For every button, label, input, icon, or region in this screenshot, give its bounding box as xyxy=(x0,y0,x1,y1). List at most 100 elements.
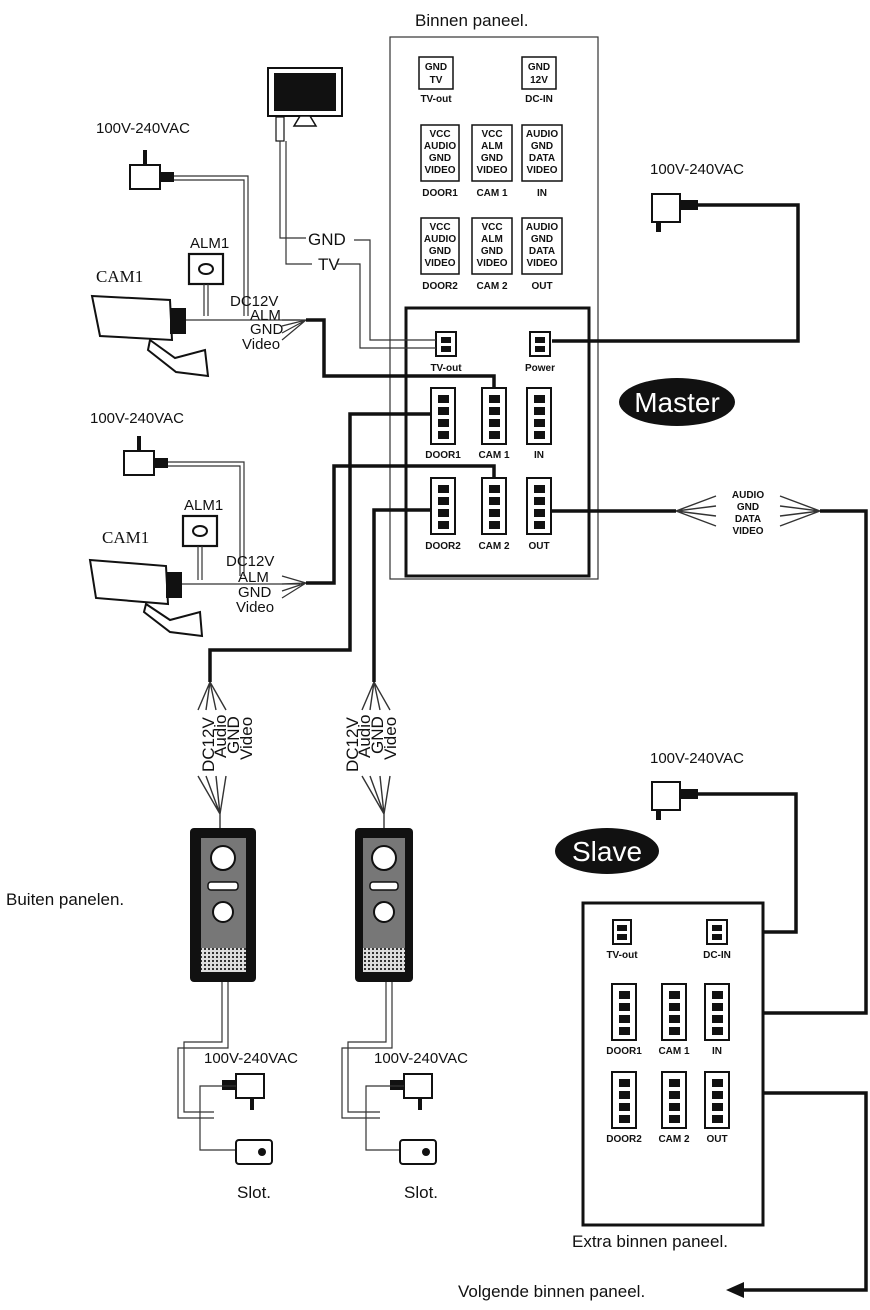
cam2-wire-gnd: GND xyxy=(238,584,272,601)
master-in-connector: IN xyxy=(526,387,552,461)
svg-text:AUDIO: AUDIO xyxy=(526,222,558,233)
svg-text:AUDIO: AUDIO xyxy=(424,234,456,245)
sticker-door1: VCC AUDIO GND VIDEO DOOR1 xyxy=(420,124,460,199)
slave-door1-connector: DOOR1 xyxy=(606,983,642,1057)
svg-text:VIDEO: VIDEO xyxy=(424,258,455,269)
svg-text:GND: GND xyxy=(481,153,503,164)
svg-text:DC12V: DC12V xyxy=(199,717,218,772)
svg-text:DOOR2: DOOR2 xyxy=(606,1134,642,1145)
svg-text:ALM1: ALM1 xyxy=(190,235,229,252)
door1-link xyxy=(208,412,431,682)
slave-out-bus xyxy=(728,1091,868,1292)
svg-text:ALM: ALM xyxy=(481,141,503,152)
power-label-slave: 100V-240VAC xyxy=(650,750,744,767)
svg-text:Audio: Audio xyxy=(355,715,374,758)
svg-text:TV: TV xyxy=(430,75,443,86)
tv-cable xyxy=(279,141,312,265)
outdoor-panel-icon-1 xyxy=(190,828,256,982)
tv-wire-gnd: GND xyxy=(308,230,346,249)
svg-text:VCC: VCC xyxy=(481,222,502,233)
cam1-wire-dc12v: DC12V xyxy=(230,293,278,310)
svg-text:VIDEO: VIDEO xyxy=(476,258,507,269)
master-out-connector: OUT xyxy=(526,477,552,552)
svg-text:AUDIO: AUDIO xyxy=(424,141,456,152)
svg-text:DATA: DATA xyxy=(529,153,555,164)
power-label-cam2: 100V-240VAC xyxy=(90,410,184,427)
sticker-tv-out: GND TV TV-out xyxy=(418,56,454,105)
bus-to-slave-in xyxy=(728,509,868,1015)
slave-door2-connector: DOOR2 xyxy=(606,1071,642,1145)
svg-text:IN: IN xyxy=(534,450,544,461)
door2-top-fan xyxy=(361,681,391,711)
svg-text:GND: GND xyxy=(425,62,447,73)
cam2-wire-dc12v: DC12V xyxy=(226,553,274,570)
svg-text:CAM1: CAM1 xyxy=(102,528,149,547)
next-panel-arrow-icon xyxy=(726,1282,744,1298)
svg-text:GND: GND xyxy=(429,153,451,164)
svg-text:DC12V: DC12V xyxy=(343,717,362,772)
svg-text:Power: Power xyxy=(525,363,555,374)
tv-monitor-icon xyxy=(267,67,343,142)
power-cable-cam1 xyxy=(174,175,249,316)
cam1-wire-video: Video xyxy=(242,336,280,353)
cam2-fan xyxy=(281,575,307,599)
svg-text:AUDIO: AUDIO xyxy=(732,490,764,501)
power-label-lock2: 100V-240VAC xyxy=(374,1050,468,1067)
power-adapter-icon-cam1 xyxy=(129,150,174,190)
svg-text:GND: GND xyxy=(737,502,759,513)
svg-text:Video: Video xyxy=(237,717,256,760)
power-cable-master xyxy=(552,203,800,343)
outer-panels-title: Buiten panelen. xyxy=(6,890,124,909)
sticker-out: AUDIO GND DATA VIDEO OUT xyxy=(521,217,563,292)
svg-text:GND: GND xyxy=(528,62,550,73)
slave-cam1-connector: CAM 1 xyxy=(658,983,690,1057)
svg-text:VCC: VCC xyxy=(481,129,502,140)
svg-text:GND: GND xyxy=(368,716,387,754)
svg-text:VIDEO: VIDEO xyxy=(476,165,507,176)
door2-link xyxy=(372,508,431,682)
slave-tv-out-connector: TV-out xyxy=(606,919,638,961)
svg-text:ALM: ALM xyxy=(481,234,503,245)
cam2-wire-video: Video xyxy=(236,599,274,616)
slave-in-connector: IN xyxy=(704,983,730,1057)
power-adapter-icon-lock2 xyxy=(390,1073,433,1110)
svg-text:CAM1: CAM1 xyxy=(96,267,143,286)
svg-text:Slot.: Slot. xyxy=(237,1183,271,1202)
svg-text:IN: IN xyxy=(712,1046,722,1057)
cam1-fan xyxy=(281,319,307,341)
svg-text:ALM1: ALM1 xyxy=(184,497,223,514)
master-power-connector: Power xyxy=(525,331,555,374)
svg-text:TV-out: TV-out xyxy=(420,94,452,105)
master-door2-connector: DOOR2 xyxy=(425,477,461,552)
power-label-cam1: 100V-240VAC xyxy=(96,120,190,137)
lock-icon-2: Slot. xyxy=(399,1139,438,1202)
master-connectors: TV-out Power DOOR1 CAM 1 IN xyxy=(425,331,555,552)
outdoor-panel-icon-2 xyxy=(355,828,413,982)
svg-text:TV-out: TV-out xyxy=(430,363,462,374)
bus-fan-left xyxy=(675,495,717,527)
sticker-door2: VCC AUDIO GND VIDEO DOOR2 xyxy=(420,217,460,292)
camera-icon-2: CAM1 xyxy=(88,528,204,638)
svg-text:VCC: VCC xyxy=(429,129,450,140)
cam1-wire-alm: ALM xyxy=(250,307,281,324)
power-label-lock1: 100V-240VAC xyxy=(204,1050,298,1067)
master-door1-connector: DOOR1 xyxy=(425,387,461,461)
svg-text:VIDEO: VIDEO xyxy=(424,165,455,176)
svg-text:DOOR1: DOOR1 xyxy=(606,1046,642,1057)
svg-text:GND: GND xyxy=(531,141,553,152)
master-connector-block xyxy=(404,306,591,578)
svg-text:DC-IN: DC-IN xyxy=(703,950,731,961)
svg-text:GND: GND xyxy=(429,246,451,257)
slave-dc-in-connector: DC-IN xyxy=(703,919,731,961)
master-cam2-connector: CAM 2 xyxy=(478,477,510,552)
svg-text:Slave: Slave xyxy=(572,836,642,867)
slave-panel: TV-out DC-IN DOOR1 CAM 1 IN xyxy=(581,901,765,1227)
svg-text:GND: GND xyxy=(224,716,243,754)
lock2-cable xyxy=(341,982,404,1151)
alarm-icon-1: ALM1 xyxy=(187,235,229,316)
alarm-icon-2: ALM1 xyxy=(181,497,223,580)
next-panel-title: Volgende binnen paneel. xyxy=(458,1282,645,1301)
svg-text:OUT: OUT xyxy=(531,281,552,292)
svg-text:DOOR2: DOOR2 xyxy=(425,541,461,552)
